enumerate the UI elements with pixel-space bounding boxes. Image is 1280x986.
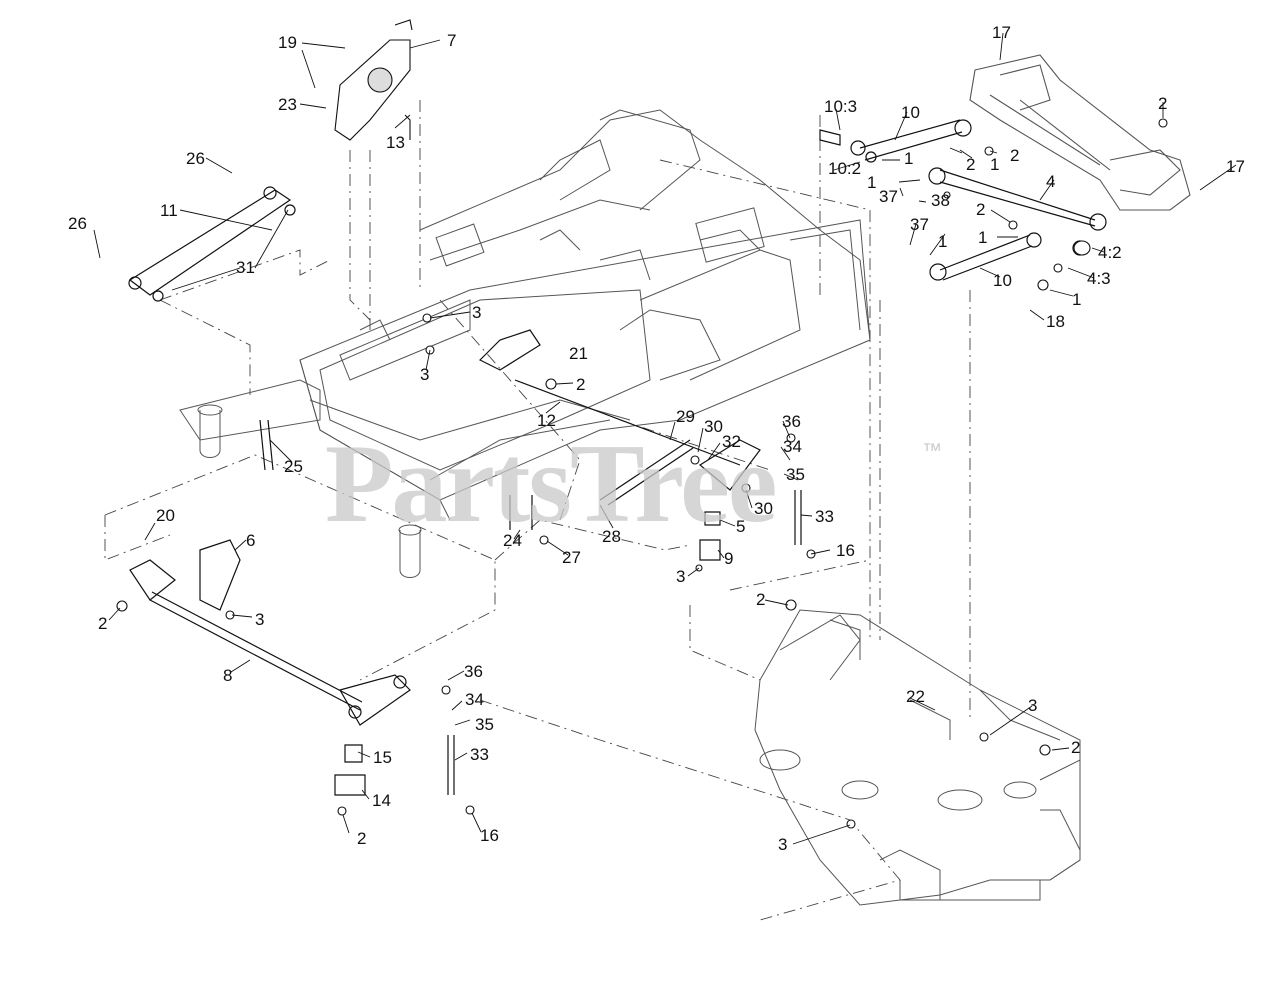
callout-2: 2 bbox=[1158, 94, 1168, 113]
callout-26: 26 bbox=[68, 214, 87, 233]
callout-31: 31 bbox=[236, 258, 255, 277]
callout-26: 26 bbox=[186, 149, 205, 168]
callout-17: 17 bbox=[992, 23, 1011, 42]
callout-21: 21 bbox=[569, 344, 588, 363]
lift-shafts bbox=[129, 129, 841, 796]
callout-9: 9 bbox=[724, 549, 734, 568]
callout-28: 28 bbox=[602, 527, 621, 546]
mower-deck bbox=[754, 609, 1081, 906]
callout-33: 33 bbox=[470, 745, 489, 764]
callout-3: 3 bbox=[472, 303, 482, 322]
callout-3: 3 bbox=[420, 365, 430, 384]
callout-30: 30 bbox=[704, 417, 723, 436]
callout-4: 4 bbox=[1046, 172, 1056, 191]
callout-2: 2 bbox=[1071, 738, 1081, 757]
callout-19: 19 bbox=[278, 33, 297, 52]
callout-2: 2 bbox=[357, 829, 367, 848]
callout-16: 16 bbox=[480, 826, 499, 845]
leader-lines bbox=[93, 32, 1237, 845]
callout-10-3: 10:3 bbox=[824, 97, 858, 116]
callout-18: 18 bbox=[1046, 312, 1065, 331]
callout-15: 15 bbox=[373, 748, 392, 767]
callout-1: 1 bbox=[978, 228, 988, 247]
callout-8: 8 bbox=[223, 666, 233, 685]
callout-16: 16 bbox=[836, 541, 855, 560]
callout-37: 37 bbox=[910, 215, 929, 234]
callout-6: 6 bbox=[246, 531, 256, 550]
callout-1: 1 bbox=[867, 173, 877, 192]
callout-29: 29 bbox=[676, 407, 695, 426]
callout-2: 2 bbox=[576, 375, 586, 394]
callout-20: 20 bbox=[156, 506, 175, 525]
callout-3: 3 bbox=[676, 567, 686, 586]
callout-10: 10 bbox=[901, 103, 920, 122]
callout-38: 38 bbox=[931, 191, 950, 210]
callout-27: 27 bbox=[562, 548, 581, 567]
callout-32: 32 bbox=[722, 432, 741, 451]
deck-carrier-frame bbox=[969, 54, 1191, 211]
callout-4-2: 4:2 bbox=[1098, 243, 1122, 262]
callout-37: 37 bbox=[879, 187, 898, 206]
callout-3: 3 bbox=[255, 610, 265, 629]
callout-1: 1 bbox=[990, 155, 1000, 174]
callout-2: 2 bbox=[756, 590, 766, 609]
callout-10-2: 10:2 bbox=[828, 159, 862, 178]
callout-10: 10 bbox=[993, 271, 1012, 290]
callout-3: 3 bbox=[778, 835, 788, 854]
callout-2: 2 bbox=[98, 614, 108, 633]
callout-7: 7 bbox=[447, 31, 457, 50]
callout-12: 12 bbox=[537, 411, 556, 430]
callout-34: 34 bbox=[783, 437, 802, 456]
height-adjust-bracket bbox=[334, 19, 413, 141]
lift-link bbox=[128, 186, 296, 302]
callout-14: 14 bbox=[372, 791, 391, 810]
callout-5: 5 bbox=[736, 517, 746, 536]
callout-25: 25 bbox=[284, 457, 303, 476]
callout-1: 1 bbox=[938, 232, 948, 251]
callout-2: 2 bbox=[976, 200, 986, 219]
callout-11: 11 bbox=[160, 201, 178, 220]
callout-36: 36 bbox=[782, 412, 801, 431]
callout-4-3: 4:3 bbox=[1087, 269, 1111, 288]
callout-2: 2 bbox=[966, 155, 976, 174]
callout-17: 17 bbox=[1226, 157, 1245, 176]
callout-2: 2 bbox=[1010, 146, 1020, 165]
callout-13: 13 bbox=[386, 133, 405, 152]
callout-23: 23 bbox=[278, 95, 297, 114]
callout-1: 1 bbox=[1072, 290, 1082, 309]
callout-36: 36 bbox=[464, 662, 483, 681]
deck-lift-arms bbox=[850, 119, 1107, 281]
callout-30: 30 bbox=[754, 499, 773, 518]
hardware bbox=[116, 118, 1168, 829]
callout-22: 22 bbox=[906, 687, 925, 706]
callout-33: 33 bbox=[815, 507, 834, 526]
callout-3: 3 bbox=[1028, 696, 1038, 715]
callout-24: 24 bbox=[503, 531, 522, 550]
callout-35: 35 bbox=[475, 715, 494, 734]
callout-34: 34 bbox=[465, 690, 484, 709]
callout-1: 1 bbox=[904, 149, 914, 168]
callout-35: 35 bbox=[786, 465, 805, 484]
